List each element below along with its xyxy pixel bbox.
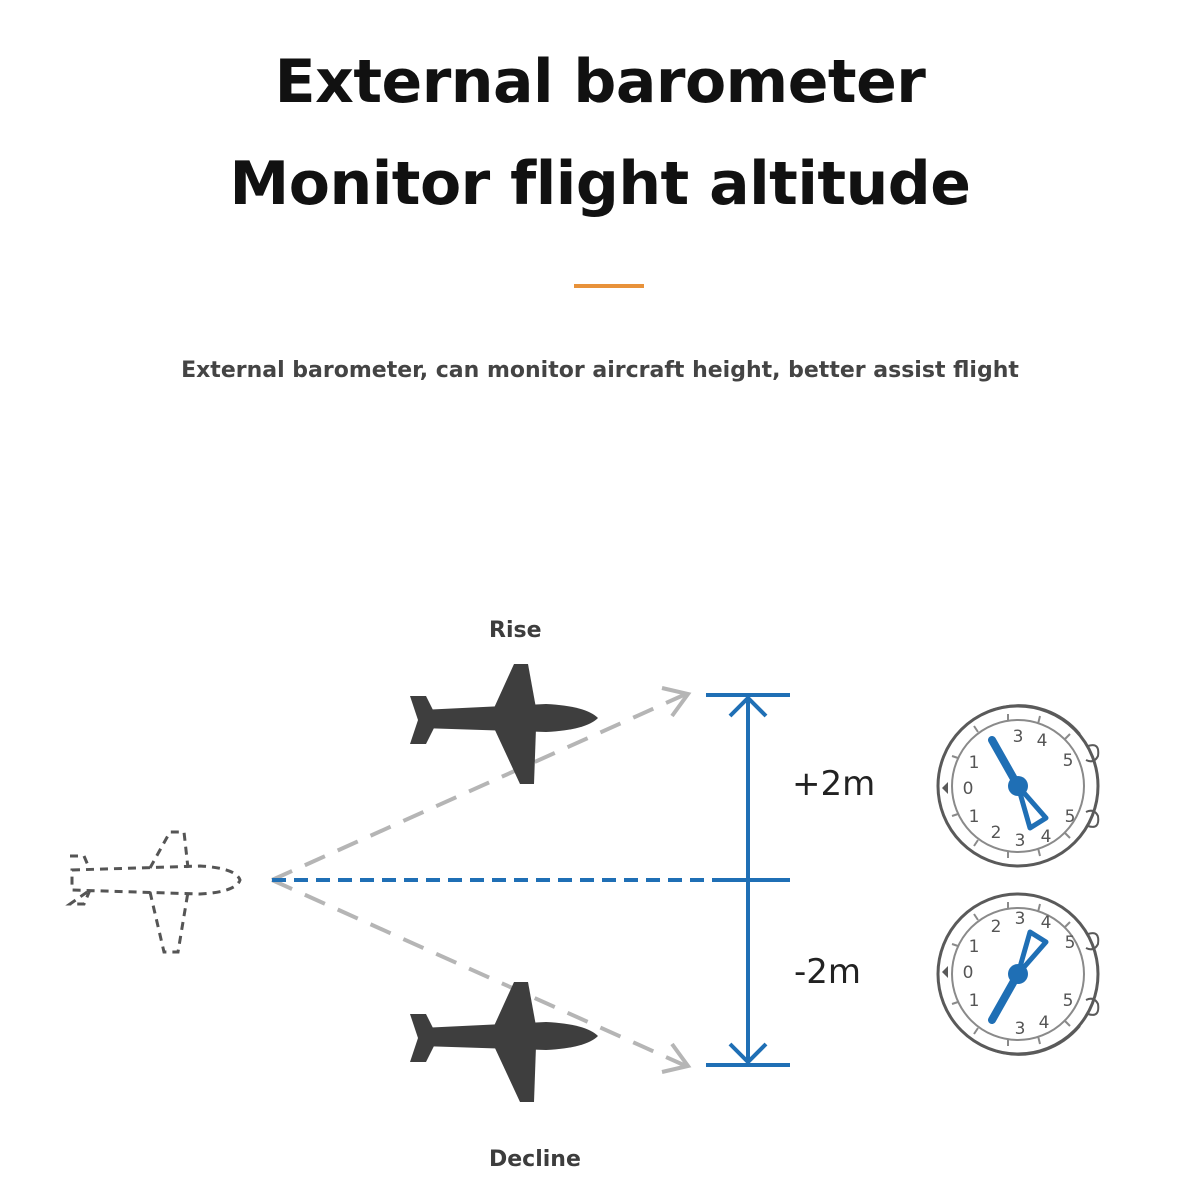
decline-path-arrowhead (661, 1042, 692, 1074)
airplane-solid-icon-rise (410, 664, 598, 784)
svg-text:3: 3 (1013, 727, 1024, 747)
title-divider (574, 284, 644, 288)
rise-path-line (271, 692, 687, 882)
airplane-solid-icon-decline (410, 982, 598, 1102)
page-title-line2: Monitor flight altitude (229, 149, 971, 219)
altitude-measurement-bar (706, 693, 790, 1067)
svg-text:5: 5 (1063, 991, 1074, 1011)
svg-text:3: 3 (1015, 909, 1026, 929)
svg-text:2: 2 (991, 917, 1002, 937)
svg-text:4: 4 (1041, 827, 1052, 847)
airplane-outline-icon (65, 830, 242, 954)
svg-text:4: 4 (1039, 1013, 1050, 1033)
svg-text:1: 1 (969, 807, 980, 827)
svg-text:3: 3 (1015, 1019, 1026, 1039)
decline-label: Decline (489, 1147, 581, 1172)
svg-text:2: 2 (991, 823, 1002, 843)
svg-text:0: 0 (963, 779, 974, 799)
rise-label: Rise (489, 618, 542, 643)
decline-altitude-value: -2m (794, 952, 862, 992)
svg-text:1: 1 (969, 937, 980, 957)
rise-altitude-value: +2m (792, 764, 876, 804)
svg-text:4: 4 (1041, 913, 1052, 933)
altimeter-gauge-icon-rise: 1 0 1 2 3 4 5 3 4 5 (936, 704, 1100, 868)
rise-path-arrowhead (661, 686, 692, 718)
altimeter-gauge-icon-decline: 1 0 1 2 3 4 5 3 4 5 (936, 892, 1100, 1056)
svg-text:1: 1 (969, 991, 980, 1011)
svg-text:3: 3 (1015, 831, 1026, 851)
svg-text:5: 5 (1063, 751, 1074, 771)
page-subtitle: External barometer, can monitor aircraft… (181, 358, 1019, 383)
decline-path-line (271, 878, 687, 1068)
svg-text:5: 5 (1065, 807, 1076, 827)
svg-text:0: 0 (963, 963, 974, 983)
svg-text:4: 4 (1037, 731, 1048, 751)
page-title-line1: External barometer (274, 47, 926, 117)
svg-text:5: 5 (1065, 933, 1076, 953)
gauge-number: 1 (969, 753, 980, 773)
